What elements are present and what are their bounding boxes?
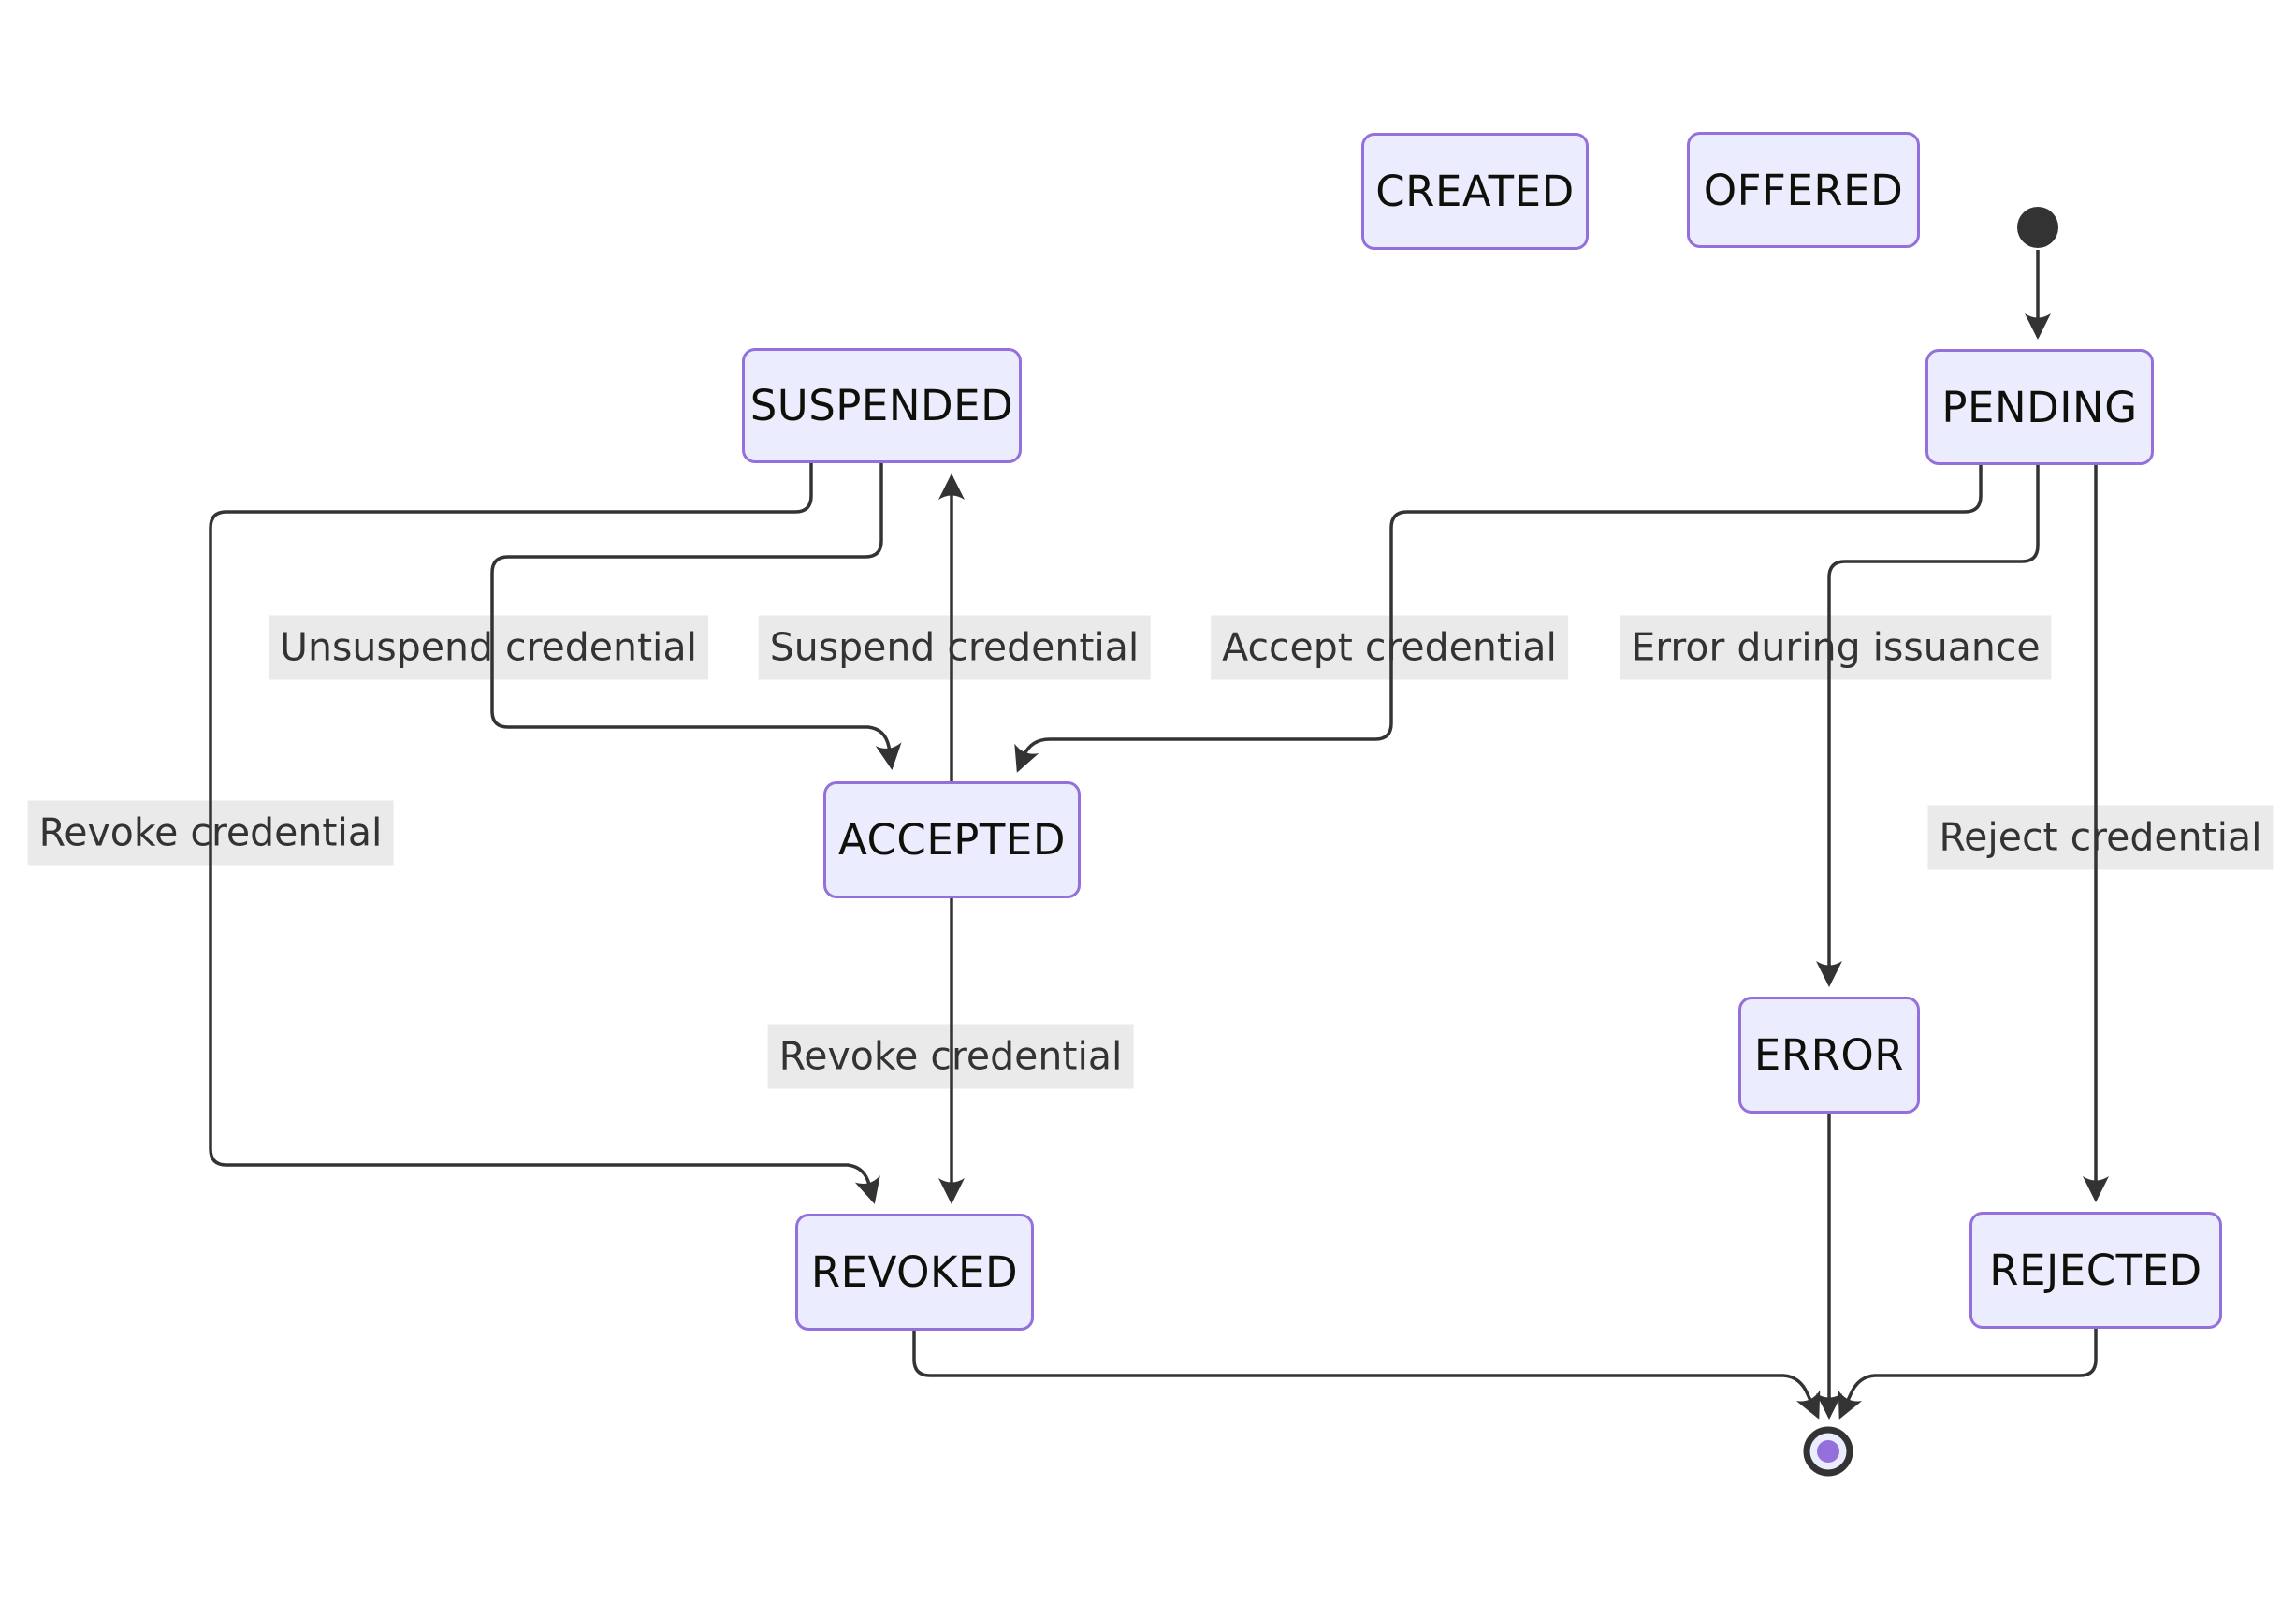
edge-pending-accepted — [1014, 465, 1983, 773]
transition-label-unsuspend-credential: Unsuspend credential — [269, 615, 708, 680]
edge-revoked-end — [912, 1331, 1821, 1420]
transition-label-error-during-issuance: Error during issuance — [1620, 615, 2052, 680]
state-node-created: CREATED — [1361, 133, 1589, 250]
state-node-pending: PENDING — [1925, 349, 2154, 465]
transition-label-reject-credential: Reject credential — [1927, 805, 2274, 870]
edge-suspended-revoked — [209, 463, 880, 1204]
start-state-icon — [2017, 207, 2058, 248]
state-node-offered: OFFERED — [1687, 132, 1920, 248]
end-state-icon — [1803, 1426, 1853, 1477]
state-node-suspended: SUSPENDED — [742, 348, 1022, 463]
edge-suspended-accepted — [490, 463, 902, 770]
state-node-error: ERROR — [1738, 997, 1920, 1114]
state-node-accepted: ACCEPTED — [823, 781, 1081, 898]
edge-rejected-end — [1838, 1329, 2098, 1420]
transition-label-accept-credential: Accept credential — [1211, 615, 1568, 680]
transition-label-suspend-credential: Suspend credential — [758, 615, 1151, 680]
edge-pending-error — [1816, 465, 2040, 987]
state-node-rejected: REJECTED — [1969, 1212, 2222, 1329]
state-node-revoked: REVOKED — [795, 1214, 1034, 1331]
